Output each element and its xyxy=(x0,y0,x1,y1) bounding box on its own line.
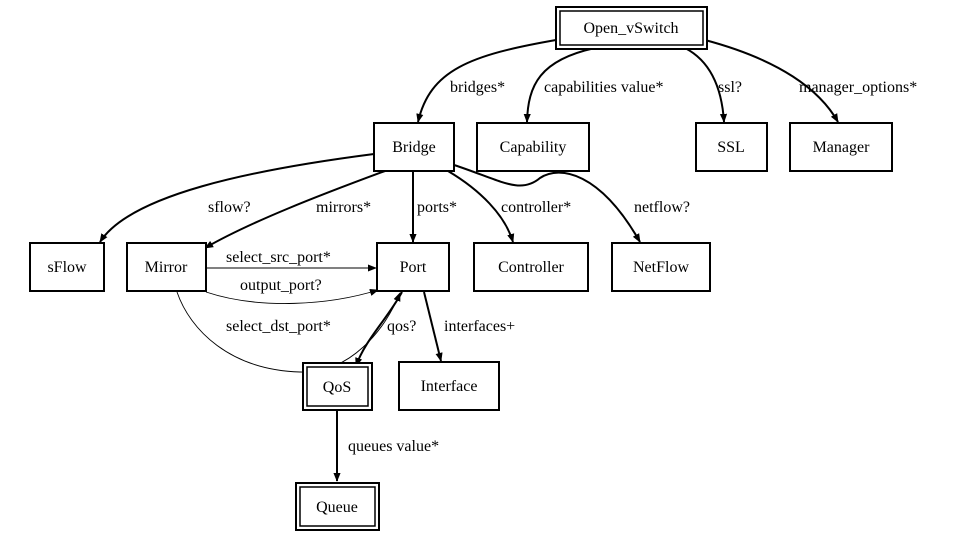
node-manager: Manager xyxy=(789,122,893,172)
node-capability: Capability xyxy=(476,122,590,172)
node-sflow-label: sFlow xyxy=(47,259,87,276)
nodes: Open_vSwitch Bridge Capability SSL Manag… xyxy=(29,6,893,531)
edge-labels: bridges* capabilities value* ssl? manage… xyxy=(208,79,917,455)
edge-ssl xyxy=(684,47,728,123)
node-queue-label: Queue xyxy=(316,499,358,516)
label-select-src-port: select_src_port* xyxy=(226,249,331,266)
node-qos: QoS xyxy=(302,362,373,411)
node-interface-label: Interface xyxy=(421,378,478,395)
node-sflow: sFlow xyxy=(29,242,105,292)
node-bridge-label: Bridge xyxy=(392,139,436,156)
label-ports: ports* xyxy=(417,199,457,216)
edge-qos xyxy=(355,291,403,367)
edge-interfaces xyxy=(423,291,443,362)
edge-sflow xyxy=(99,153,375,243)
node-mirror-label: Mirror xyxy=(145,259,188,276)
node-port: Port xyxy=(376,242,450,292)
node-ssl: SSL xyxy=(695,122,768,172)
node-open-vswitch-label: Open_vSwitch xyxy=(583,20,678,37)
node-controller: Controller xyxy=(473,242,589,292)
edge-netflow xyxy=(453,164,641,243)
edge-output-port xyxy=(205,288,379,304)
node-manager-label: Manager xyxy=(813,139,871,156)
node-controller-label: Controller xyxy=(498,259,564,276)
node-netflow: NetFlow xyxy=(611,242,711,292)
label-manager-options: manager_options* xyxy=(799,79,917,96)
edge-mirrors xyxy=(204,170,386,249)
label-qos: qos? xyxy=(387,318,416,335)
label-interfaces: interfaces+ xyxy=(444,318,515,335)
label-select-dst-port: select_dst_port* xyxy=(226,318,331,335)
node-open-vswitch: Open_vSwitch xyxy=(555,6,708,50)
edges xyxy=(99,39,839,482)
node-qos-label: QoS xyxy=(323,379,351,396)
label-ssl: ssl? xyxy=(718,79,742,96)
edge-select-dst-port xyxy=(176,291,401,373)
label-queues: queues value* xyxy=(348,438,439,455)
label-netflow: netflow? xyxy=(634,199,690,216)
edge-manager-options xyxy=(704,39,839,123)
label-mirrors: mirrors* xyxy=(316,199,371,216)
node-mirror: Mirror xyxy=(126,242,207,292)
edge-controller xyxy=(447,170,515,243)
node-netflow-label: NetFlow xyxy=(633,259,689,276)
node-capability-label: Capability xyxy=(500,139,567,156)
node-ssl-label: SSL xyxy=(717,139,745,156)
edge-capabilities xyxy=(523,47,596,123)
node-port-label: Port xyxy=(400,259,427,276)
label-controller: controller* xyxy=(501,199,571,216)
label-sflow: sflow? xyxy=(208,199,251,216)
node-interface: Interface xyxy=(398,361,500,411)
label-capabilities: capabilities value* xyxy=(544,79,664,96)
label-output-port: output_port? xyxy=(240,277,322,294)
edge-bridges xyxy=(416,39,557,123)
node-bridge: Bridge xyxy=(373,122,455,172)
node-queue: Queue xyxy=(295,482,380,531)
label-bridges: bridges* xyxy=(450,79,505,96)
